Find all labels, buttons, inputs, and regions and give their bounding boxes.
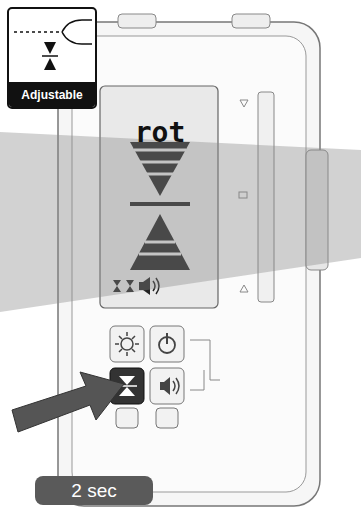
band-icon (119, 387, 135, 396)
light-icon (121, 338, 133, 350)
inset-shape (62, 32, 92, 44)
key-graphic (190, 340, 220, 390)
adjust-up-symbol (44, 58, 56, 70)
label-text: 2 sec (71, 480, 116, 502)
dashed-level (14, 31, 60, 33)
lcd-mode-text: rot (130, 114, 191, 151)
inset-band: Adjustable (9, 82, 95, 107)
laser-beam (0, 132, 361, 312)
sound-icon (173, 378, 179, 394)
adjust-line (42, 55, 58, 57)
sound-icon (160, 382, 164, 390)
adjust-down-symbol (44, 42, 56, 54)
marker (240, 100, 248, 107)
inset-shape (62, 20, 92, 32)
label-text: rot (135, 116, 186, 149)
marker (240, 285, 248, 292)
light-icon (115, 332, 139, 356)
sound-icon (164, 377, 170, 395)
keypad (110, 326, 184, 428)
label-text: Adjustable (21, 88, 82, 102)
top-cap (118, 14, 156, 28)
duration-pill: 2 sec (35, 476, 153, 505)
top-cap (232, 14, 270, 28)
power-icon (166, 333, 168, 344)
press-arrow (12, 372, 124, 432)
inset-frame (8, 8, 96, 108)
